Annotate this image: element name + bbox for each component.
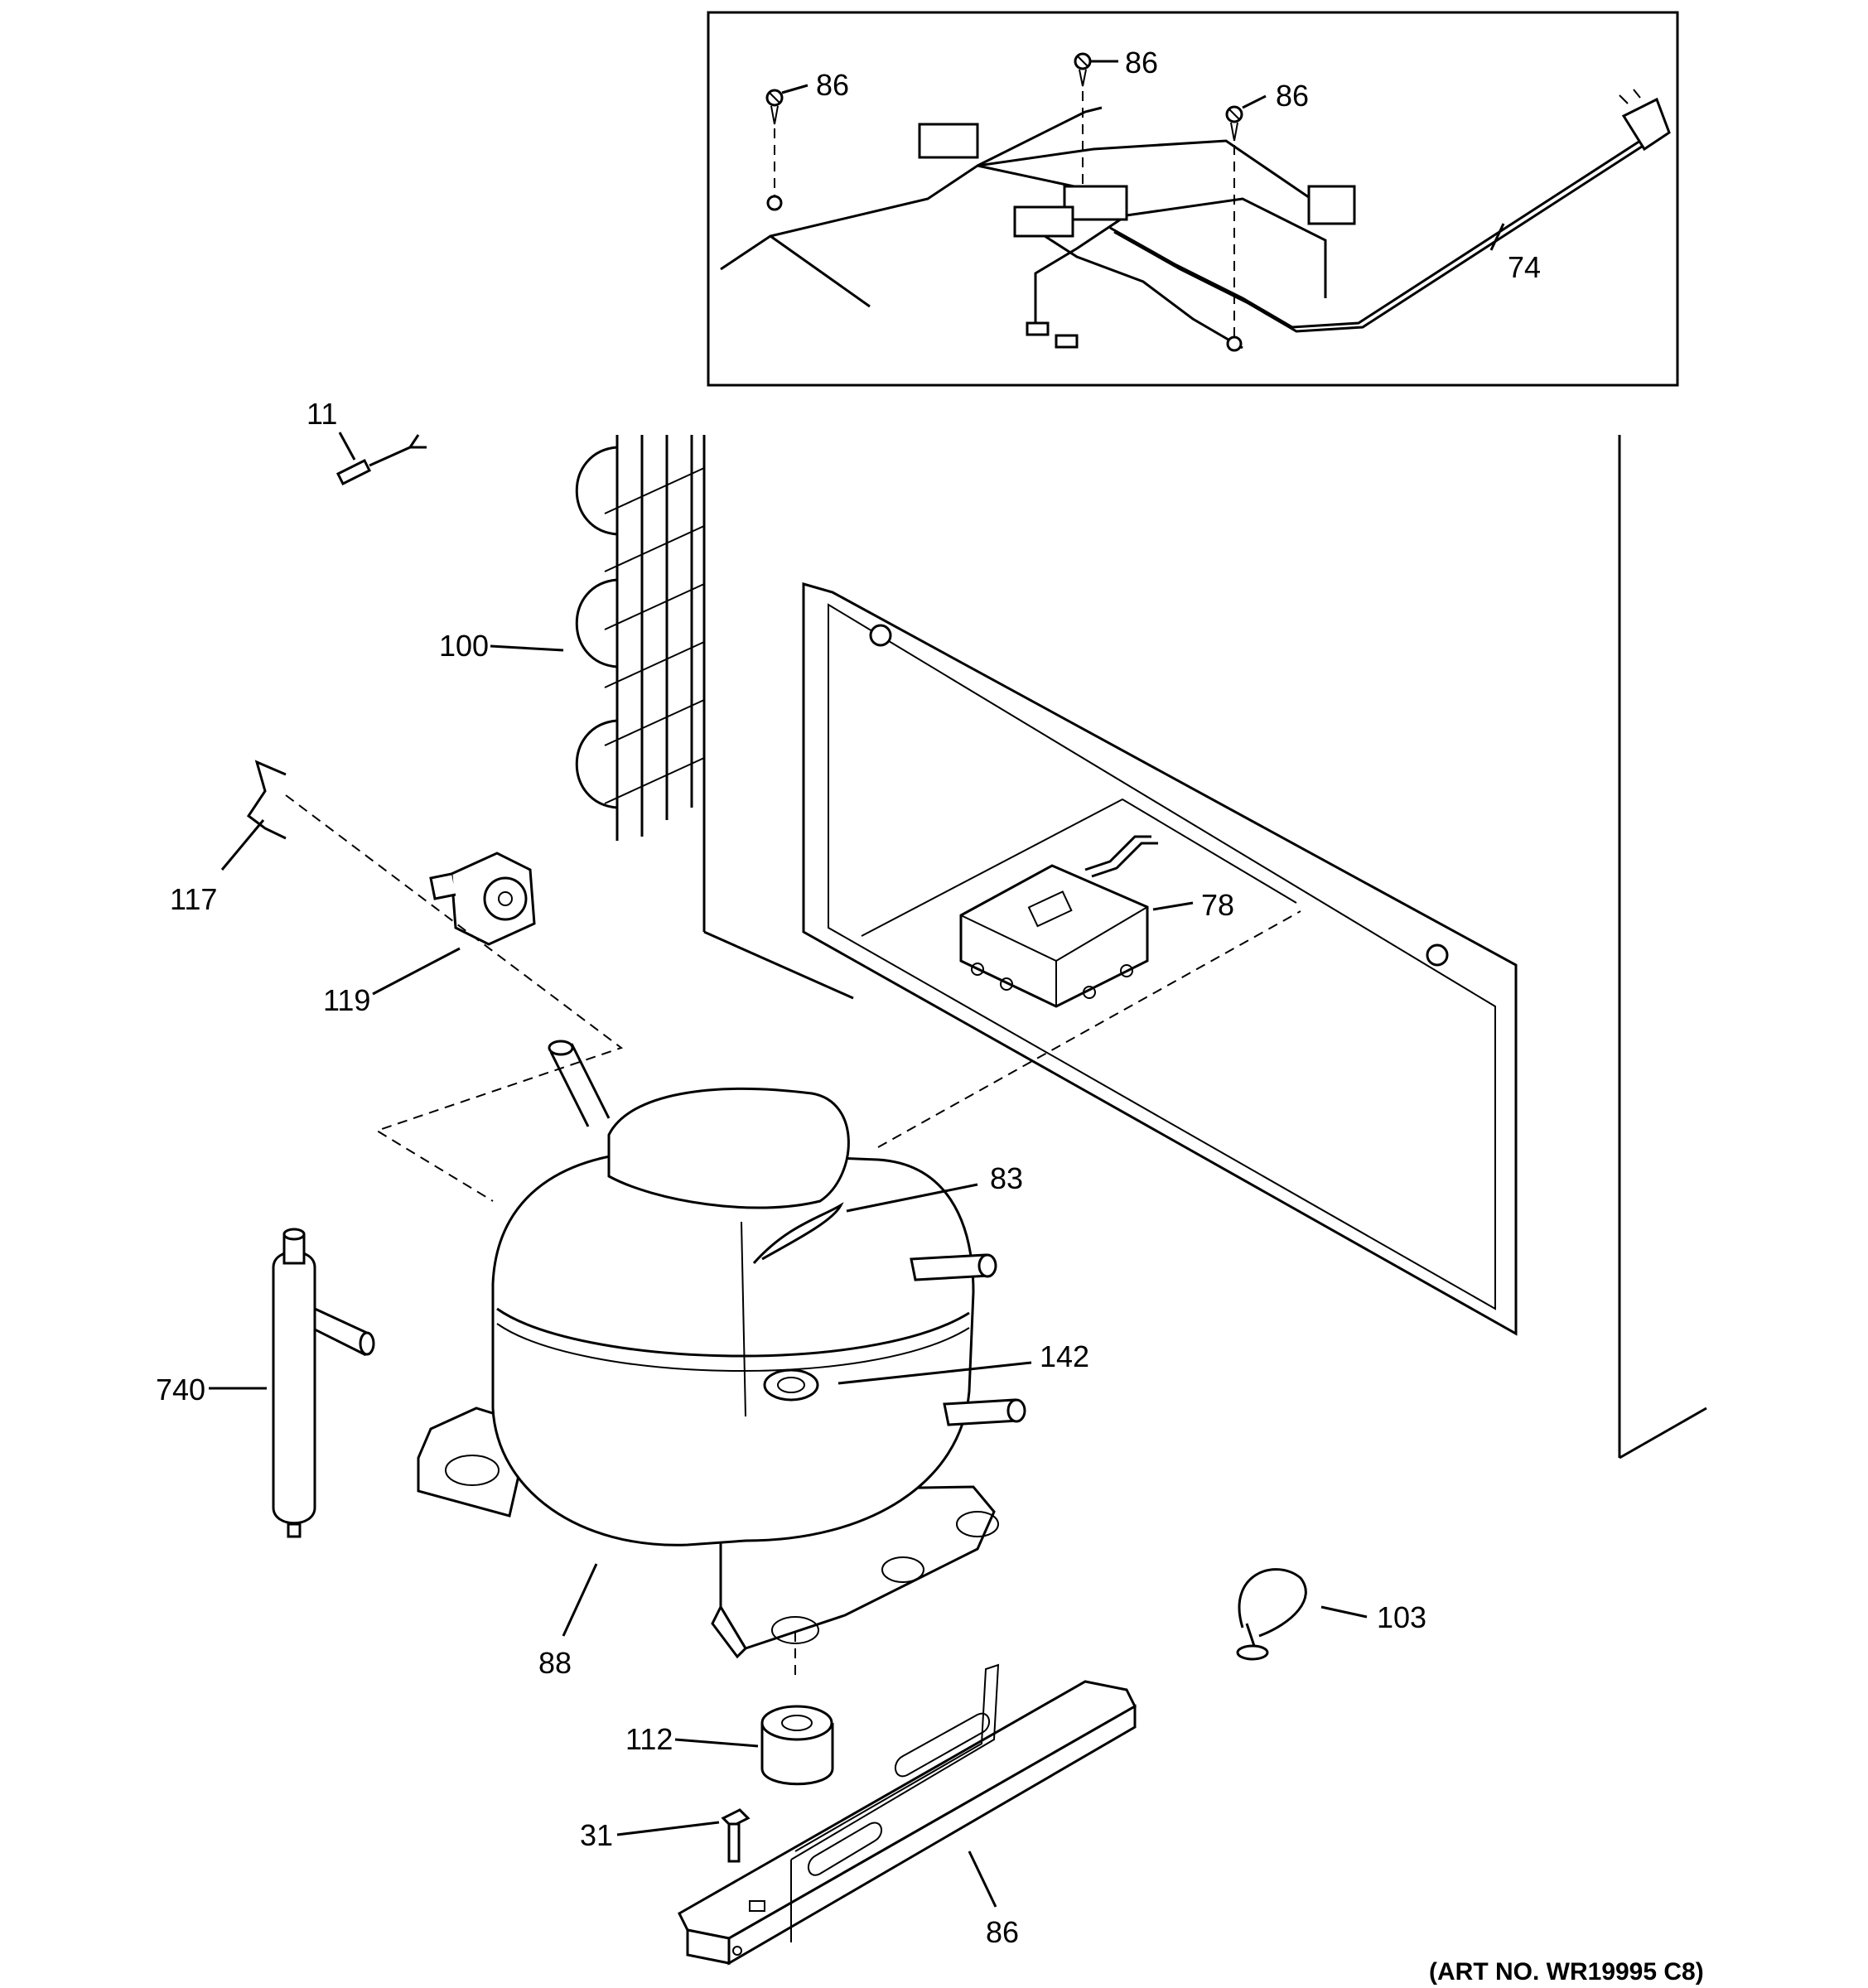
callout-86: 86: [1276, 79, 1309, 113]
callout-100: 100: [439, 629, 489, 663]
callout-103: 103: [1377, 1600, 1426, 1634]
connector-block: [1013, 205, 1074, 238]
callout-86: 86: [986, 1915, 1019, 1949]
callout-31: 31: [580, 1818, 613, 1852]
callout-83: 83: [990, 1161, 1023, 1195]
control-module-icon: [959, 835, 1158, 1008]
connector-block: [1063, 185, 1128, 221]
callout-74: 74: [1508, 250, 1541, 284]
callout-86: 86: [816, 68, 849, 102]
callout-112: 112: [625, 1722, 673, 1756]
callout-117: 117: [170, 882, 217, 916]
screw-icon: [765, 89, 784, 125]
wiring-harness-inset: 86 86 86 74: [707, 11, 1679, 387]
callout-78: 78: [1201, 888, 1234, 922]
callout-86: 86: [1125, 46, 1158, 80]
screw-icon: [1225, 105, 1243, 142]
filter-dryer-icon: [272, 1228, 375, 1538]
clamp-icon: [1236, 1568, 1307, 1661]
thermistor-icon: [335, 434, 427, 486]
cabinet-outline: [702, 435, 1707, 1460]
callout-142: 142: [1040, 1339, 1089, 1373]
power-plug-icon: [1619, 89, 1671, 152]
condenser-coil: [575, 435, 705, 841]
connector-block: [918, 123, 979, 159]
bolt-icon: [721, 1808, 751, 1863]
callout-88: 88: [538, 1646, 572, 1680]
clip-icon: [246, 760, 287, 840]
compressor-icon: [417, 1040, 1026, 1659]
inset-border: [707, 11, 1679, 387]
screw-icon: [1074, 52, 1092, 87]
mounting-bracket-icon: [678, 1663, 1137, 1966]
grommet-icon: [760, 1705, 834, 1786]
connector-block: [1307, 185, 1356, 225]
relay-icon: [429, 852, 536, 946]
callout-740: 740: [156, 1373, 205, 1407]
callout-119: 119: [323, 983, 370, 1017]
callout-11: 11: [307, 397, 337, 431]
art-number: (ART NO. WR19995 C8): [1429, 1958, 1704, 1986]
